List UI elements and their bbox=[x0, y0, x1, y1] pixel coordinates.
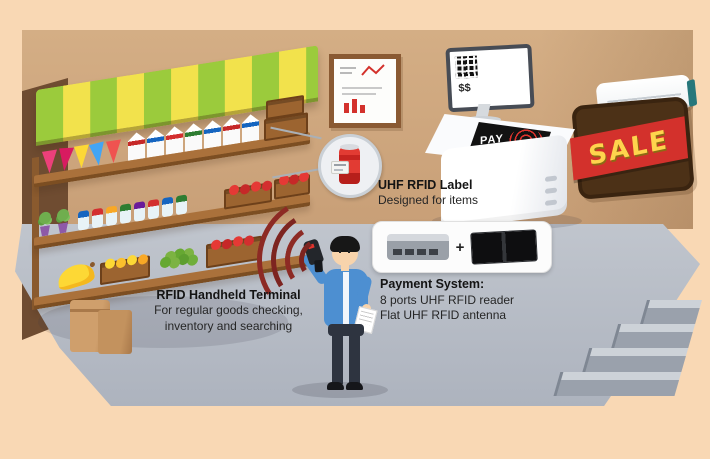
payment-line: Flat UHF RFID antenna bbox=[380, 308, 507, 323]
sale-text: SALE bbox=[587, 124, 671, 172]
payment-title: Payment System: bbox=[380, 277, 485, 291]
stair-step bbox=[553, 372, 682, 396]
milk-carton bbox=[166, 125, 183, 155]
milk-carton bbox=[223, 116, 240, 146]
shopper-eye bbox=[339, 250, 341, 253]
produce-greens bbox=[158, 242, 198, 272]
milk-carton bbox=[128, 131, 145, 161]
shopper-leg bbox=[332, 334, 343, 384]
pos-monitor: $$ bbox=[445, 43, 535, 113]
monitor-price-text: $$ bbox=[458, 82, 472, 95]
stair-step bbox=[582, 348, 689, 372]
shelf-bottle bbox=[148, 198, 159, 220]
milk-carton bbox=[242, 113, 259, 143]
shopper-neck bbox=[341, 264, 349, 271]
milk-carton bbox=[204, 119, 221, 149]
rfid-tag-chip-icon bbox=[331, 161, 349, 174]
shelf-bottle bbox=[106, 205, 117, 227]
rfid-can bbox=[339, 144, 360, 184]
shelf-bottle bbox=[92, 207, 103, 229]
shelf-item-cone bbox=[57, 146, 74, 171]
paper-bag bbox=[98, 310, 132, 354]
shelf-item-cone bbox=[89, 140, 106, 167]
uhf-label-caption: UHF RFID Label Designed for items bbox=[378, 177, 538, 209]
counter-drawer-button bbox=[545, 175, 557, 182]
handheld-line: inventory and searching bbox=[164, 318, 293, 333]
potted-plant bbox=[38, 211, 52, 237]
milk-carton bbox=[147, 128, 164, 158]
shopping-bags bbox=[70, 286, 144, 358]
shelf-item-cone bbox=[106, 138, 121, 164]
shopper-shirt-stripe bbox=[343, 272, 349, 324]
shopper-hips bbox=[328, 324, 364, 336]
shopper bbox=[296, 236, 380, 396]
shelf-bottle bbox=[176, 194, 187, 216]
shelf-bottle bbox=[134, 201, 145, 222]
shelf-item-cone bbox=[42, 148, 57, 174]
stair-step bbox=[640, 300, 702, 324]
uhf-label-callout bbox=[318, 134, 382, 198]
uhf-label-title: UHF RFID Label bbox=[378, 178, 473, 192]
shelf-item-cone bbox=[74, 143, 89, 169]
flat-antenna-panel bbox=[470, 229, 539, 265]
stair-step bbox=[611, 324, 696, 348]
shopper-floor-shadow bbox=[292, 382, 388, 398]
payment-system-caption: Payment System: 8 ports UHF RFID reader … bbox=[380, 276, 570, 324]
payment-line: 8 ports UHF RFID reader bbox=[380, 292, 515, 307]
qr-code-icon bbox=[454, 55, 478, 79]
payment-system-figure: + bbox=[372, 221, 552, 273]
shelf-bottle bbox=[78, 209, 89, 231]
counter-drawer-button bbox=[545, 199, 557, 206]
shopper-shoe bbox=[346, 382, 363, 390]
counter-drawer-button bbox=[545, 187, 557, 194]
checkout-counter: $$ PAY bbox=[425, 43, 590, 230]
rfid-reader-device bbox=[386, 234, 449, 260]
shopper-leg bbox=[349, 334, 360, 384]
uhf-label-subtitle: Designed for items bbox=[378, 193, 479, 208]
chart-poster-icon bbox=[340, 64, 385, 113]
shopper-hair bbox=[330, 236, 360, 252]
shelf-bottle bbox=[162, 196, 173, 218]
handheld-terminal-caption: RFID Handheld Terminal For regular goods… bbox=[126, 287, 331, 334]
wall-picture-frame bbox=[329, 54, 401, 128]
handheld-line: For regular goods checking, bbox=[154, 303, 303, 318]
shopper-shoe bbox=[327, 382, 344, 390]
plus-sign: + bbox=[455, 238, 465, 256]
shelf-bottle bbox=[120, 203, 131, 225]
handheld-title: RFID Handheld Terminal bbox=[156, 288, 301, 302]
shopper-eye bbox=[348, 250, 350, 253]
milk-carton bbox=[185, 122, 202, 152]
potted-plant bbox=[56, 208, 70, 234]
